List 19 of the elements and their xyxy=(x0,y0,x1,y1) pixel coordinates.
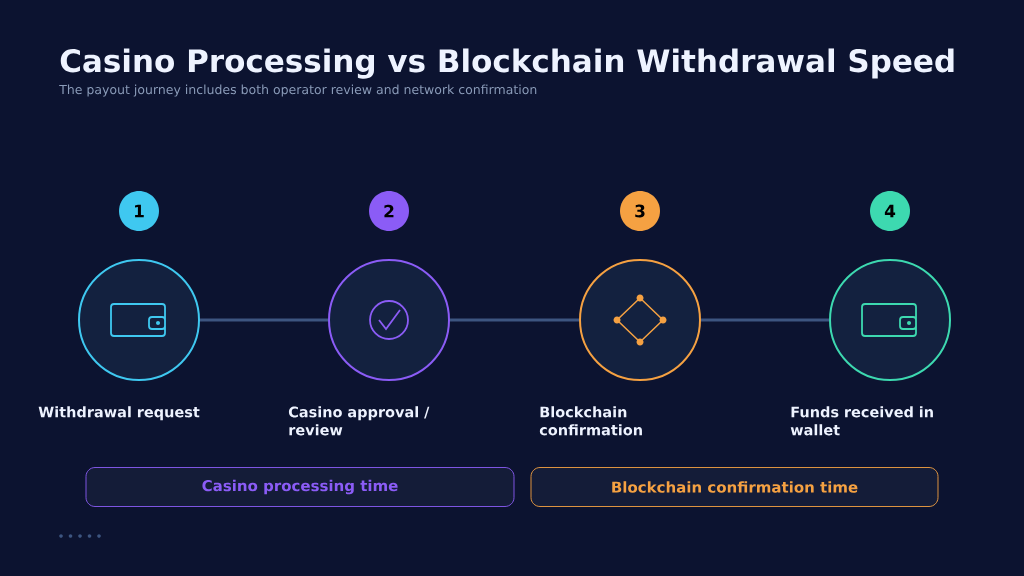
step-circle xyxy=(328,259,450,381)
step-circle xyxy=(78,259,200,381)
phase-band: Blockchain confirmation time xyxy=(530,467,939,507)
step-badge: 4 xyxy=(870,191,910,231)
connector-line xyxy=(450,318,579,322)
phase-band: Casino processing time xyxy=(85,467,515,507)
step-badge: 1 xyxy=(119,191,159,231)
subtitle: The payout journey includes both operator review and network confirmation xyxy=(59,84,537,97)
step-badge: 2 xyxy=(369,191,409,231)
connector-line xyxy=(701,318,829,322)
step-label: Casino approval / review xyxy=(288,406,430,436)
step-label: Withdrawal request xyxy=(38,406,200,421)
title: Casino Processing vs Blockchain Withdrawal Speed xyxy=(60,48,954,79)
step-circle xyxy=(829,259,951,381)
step-circle xyxy=(579,259,701,381)
step-label: Funds received in wallet xyxy=(790,406,933,436)
step-badge: 3 xyxy=(620,191,660,231)
step-label: Blockchain confirmation xyxy=(539,406,642,436)
connector-line xyxy=(200,318,328,322)
